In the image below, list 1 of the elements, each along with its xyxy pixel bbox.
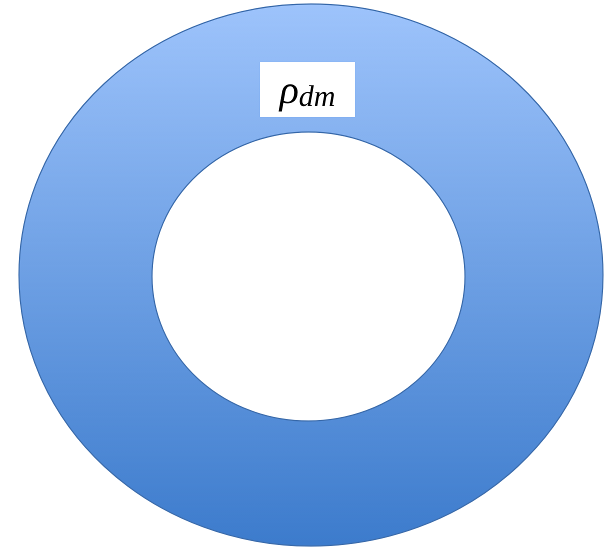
density-label: ρ$_{dm}$ <box>260 62 355 117</box>
